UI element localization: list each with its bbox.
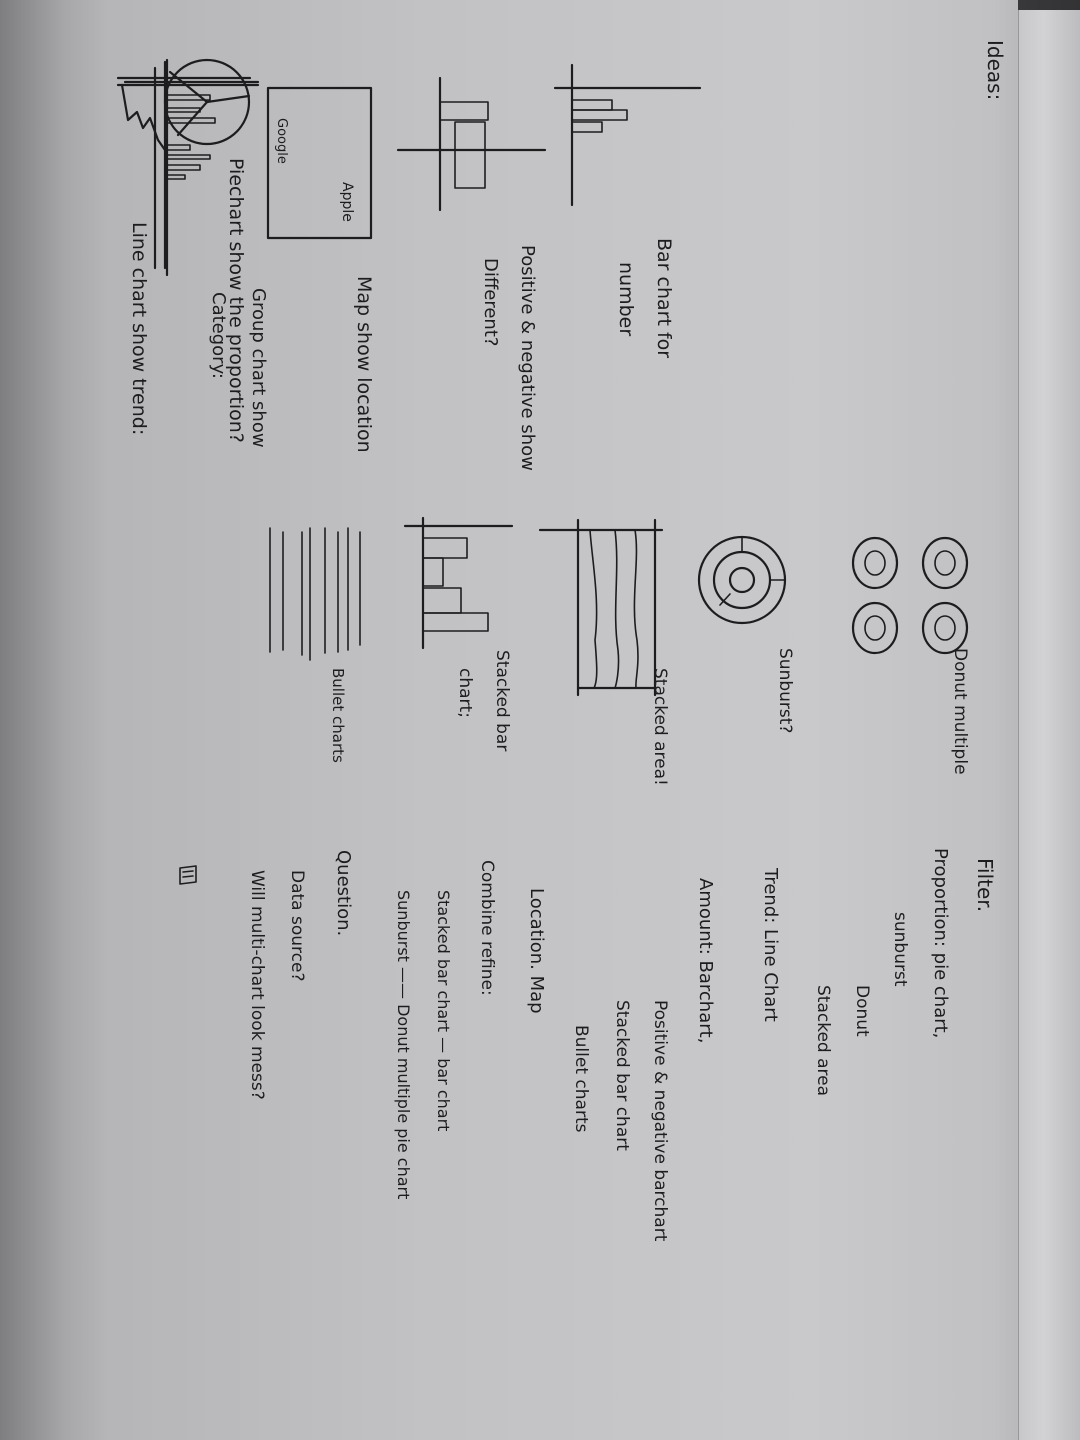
- middle-donut-text: Donut multiple: [950, 648, 970, 775]
- filter-line-2: Donut: [852, 985, 872, 1037]
- filter-heading: Filter.: [973, 858, 997, 912]
- filter-line-10: Combine refine:: [477, 860, 497, 996]
- ideas-heading: Ideas:: [983, 40, 1007, 100]
- filter-line-9: Location. Map: [526, 888, 547, 1014]
- donut-multiple-sketch-icon: [851, 536, 969, 655]
- bar-chart-sketch-icon: [116, 60, 260, 270]
- bullet-chart-sketch-icon: [269, 527, 361, 661]
- filter-line-3: Stacked area: [813, 985, 833, 1096]
- bar-chart2-sketch-icon: [553, 63, 702, 207]
- stacked-bar-sketch-icon: [403, 516, 514, 650]
- filter-line-1: sunburst: [890, 912, 910, 987]
- idea-group-text-1: Group chart show: [248, 288, 269, 448]
- middle-stacked-bar-text-2: chart;: [455, 668, 475, 718]
- signature-mark-icon: [179, 865, 197, 885]
- filter-line-13: Question.: [333, 850, 354, 936]
- filter-line-14: Data source?: [287, 870, 307, 981]
- paper-edge: [1018, 0, 1080, 1440]
- idea-group-text-2: Category:: [208, 292, 229, 379]
- filter-line-5: Amount: Barchart,: [695, 878, 716, 1043]
- middle-stacked-area-text: Stacked area!: [650, 668, 670, 786]
- group-chart-sketch-icon: [123, 66, 260, 270]
- idea-bar-text-2: number: [615, 262, 637, 336]
- idea-map-text: Map show location: [353, 276, 375, 453]
- idea-pie-text: Piechart show the proportion?: [225, 158, 247, 443]
- filter-line-11: Stacked bar chart — bar chart: [434, 890, 453, 1131]
- map-apple-label: Apple: [339, 182, 355, 222]
- filter-line-15: Will multi-chart look mess?: [247, 870, 267, 1100]
- sunburst-sketch-icon: [697, 535, 787, 625]
- middle-sunburst-text: Sunburst?: [775, 648, 795, 733]
- map-sketch-icon: [266, 86, 373, 240]
- idea-line-text: Line chart show trend:: [128, 222, 150, 435]
- map-google-label: Google: [274, 118, 289, 164]
- filter-line-8: Bullet charts: [571, 1025, 591, 1133]
- table-corner: [1018, 0, 1080, 10]
- filter-line-12: Sunburst —— Donut multiple pie chart: [394, 890, 413, 1199]
- line-chart-sketch-icon: [116, 58, 252, 277]
- idea-posneg-text-2: Different?: [480, 258, 501, 346]
- filter-line-0: Proportion: pie chart,: [930, 848, 951, 1038]
- pie-sketch-icon: [163, 58, 251, 146]
- pos-neg-bar-sketch-icon: [396, 76, 547, 212]
- filter-line-6: Positive & negative barchart: [650, 1000, 670, 1242]
- filter-line-7: Stacked bar chart: [612, 1000, 632, 1151]
- middle-stacked-bar-text-1: Stacked bar: [492, 650, 512, 751]
- middle-bullet-text: Bullet charts: [329, 668, 347, 763]
- idea-posneg-text-1: Positive & negative show: [517, 245, 538, 471]
- stacked-area-sketch-icon: [538, 518, 664, 697]
- idea-bar-text-1: Bar chart for: [653, 238, 675, 358]
- filter-line-4: Trend: Line Chart: [760, 867, 781, 1022]
